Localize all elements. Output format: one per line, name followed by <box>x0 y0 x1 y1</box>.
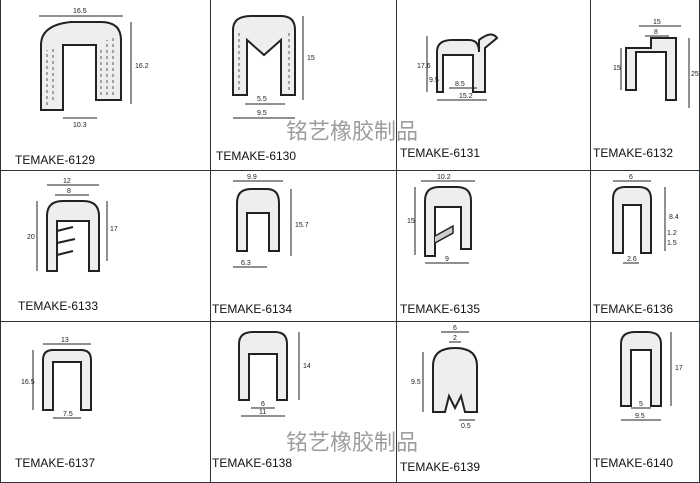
dim-label: 9.5 <box>257 110 267 117</box>
product-card-6129[interactable]: 16.5 16.2 10.3 TEMAKE-6129 <box>0 0 211 171</box>
profile-drawing-6137: 13 16.5 7.5 <box>21 337 92 419</box>
profile-drawing-6138: 14 6 11 <box>238 331 311 417</box>
dim-label: 2.6 <box>627 256 637 263</box>
dim-label: 12 <box>63 178 71 185</box>
product-card-6132[interactable]: 15 8 15 25 TEMAKE-6132 <box>591 0 700 171</box>
dim-label: 15 <box>407 218 415 225</box>
dim-label: 8.5 <box>455 81 465 88</box>
dim-label: 15 <box>653 19 661 26</box>
dim-label: 17.6 <box>417 63 431 70</box>
dim-label: 9 <box>445 256 449 263</box>
profile-drawing-6139: 6 2 9.5 0.5 <box>411 325 478 430</box>
dim-label: 8.4 <box>669 214 679 221</box>
product-code: TEMAKE-6133 <box>18 299 99 313</box>
product-code: TEMAKE-6140 <box>593 456 674 470</box>
dim-label: 20 <box>27 234 35 241</box>
dim-label: 7.5 <box>63 411 73 418</box>
dim-label: 15 <box>307 55 315 62</box>
dim-label: 16.2 <box>135 63 149 70</box>
product-code: TEMAKE-6138 <box>212 456 293 470</box>
dim-label: 6 <box>629 174 633 181</box>
dim-label: 8 <box>654 29 658 36</box>
dim-label: 6 <box>261 401 265 408</box>
dim-label: 17 <box>110 226 118 233</box>
profile-drawing-6134: 9.9 15.7 6.3 <box>233 174 309 268</box>
profile-drawing-6131: 17.6 9.5 8.5 15.2 <box>417 33 499 101</box>
profile-drawing-6132: 15 8 15 25 <box>613 19 699 108</box>
product-card-6137[interactable]: 13 16.5 7.5 TEMAKE-6137 <box>0 322 211 483</box>
dim-label: 25 <box>691 71 699 78</box>
profile-drawing-6135: 10.2 15 9 <box>407 174 475 264</box>
dim-label: 15.7 <box>295 222 309 229</box>
dim-label: 11 <box>259 409 266 416</box>
dim-label: 15 <box>613 65 621 72</box>
product-card-6140[interactable]: 17 5 9.5 TEMAKE-6140 <box>591 322 700 483</box>
product-card-6131[interactable]: 17.6 9.5 8.5 15.2 TEMAKE-6131 <box>397 0 591 171</box>
dim-label: 5.5 <box>257 96 267 103</box>
product-code: TEMAKE-6135 <box>400 302 481 316</box>
product-card-6139[interactable]: 6 2 9.5 0.5 TEMAKE-6139 <box>397 322 591 483</box>
watermark: 铭艺橡胶制品 <box>286 120 419 145</box>
dim-label: 1.5 <box>667 240 677 247</box>
profile-drawing-6130: 15 5.5 9.5 <box>232 15 315 119</box>
product-card-6138[interactable]: 14 6 11 TEMAKE-6138 <box>211 322 397 483</box>
profile-drawing-6133: 12 8 20 17 <box>27 178 118 272</box>
dim-label: 0.5 <box>461 423 471 430</box>
product-card-6135[interactable]: 10.2 15 9 TEMAKE-6135 <box>397 171 591 322</box>
dim-label: 9.5 <box>429 77 439 84</box>
dim-label: 1.2 <box>667 230 677 237</box>
dim-label: 9.5 <box>635 413 645 420</box>
dim-label: 13 <box>61 337 69 344</box>
product-code: TEMAKE-6134 <box>212 302 293 316</box>
dim-label: 9.5 <box>411 379 421 386</box>
dim-label: 16.5 <box>73 8 87 15</box>
profile-drawing-6140: 17 5 9.5 <box>620 331 683 421</box>
dim-label: 10.3 <box>73 122 87 129</box>
dim-label: 15.2 <box>459 93 473 100</box>
product-code: TEMAKE-6139 <box>400 460 481 474</box>
dim-label: 9.9 <box>247 174 257 181</box>
dim-label: 16.5 <box>21 379 35 386</box>
product-card-6136[interactable]: 6 8.4 1.2 1.5 2.6 TEMAKE-6136 <box>591 171 700 322</box>
product-code: TEMAKE-6132 <box>593 146 674 160</box>
product-code: TEMAKE-6131 <box>400 146 481 160</box>
dim-label: 6.3 <box>241 260 251 267</box>
product-code: TEMAKE-6137 <box>15 456 96 470</box>
product-code: TEMAKE-6136 <box>593 302 674 316</box>
product-card-6133[interactable]: 12 8 20 17 TEMAKE-6133 <box>0 171 211 322</box>
dim-label: 17 <box>675 365 683 372</box>
dim-label: 8 <box>67 188 71 195</box>
dim-label: 6 <box>453 325 457 332</box>
dim-label: 10.2 <box>437 174 451 181</box>
dim-label: 14 <box>303 363 311 370</box>
dim-label: 2 <box>453 335 457 342</box>
product-card-6134[interactable]: 9.9 15.7 6.3 TEMAKE-6134 <box>211 171 397 322</box>
profile-drawing-6129: 16.5 16.2 10.3 <box>39 8 149 129</box>
product-code: TEMAKE-6130 <box>216 149 297 163</box>
dim-label: 5 <box>639 401 643 408</box>
product-code: TEMAKE-6129 <box>15 153 96 167</box>
profile-drawing-6136: 6 8.4 1.2 1.5 2.6 <box>612 174 679 264</box>
product-card-6130[interactable]: 15 5.5 9.5 TEMAKE-6130 <box>211 0 397 171</box>
watermark: 铭艺橡胶制品 <box>286 431 419 456</box>
